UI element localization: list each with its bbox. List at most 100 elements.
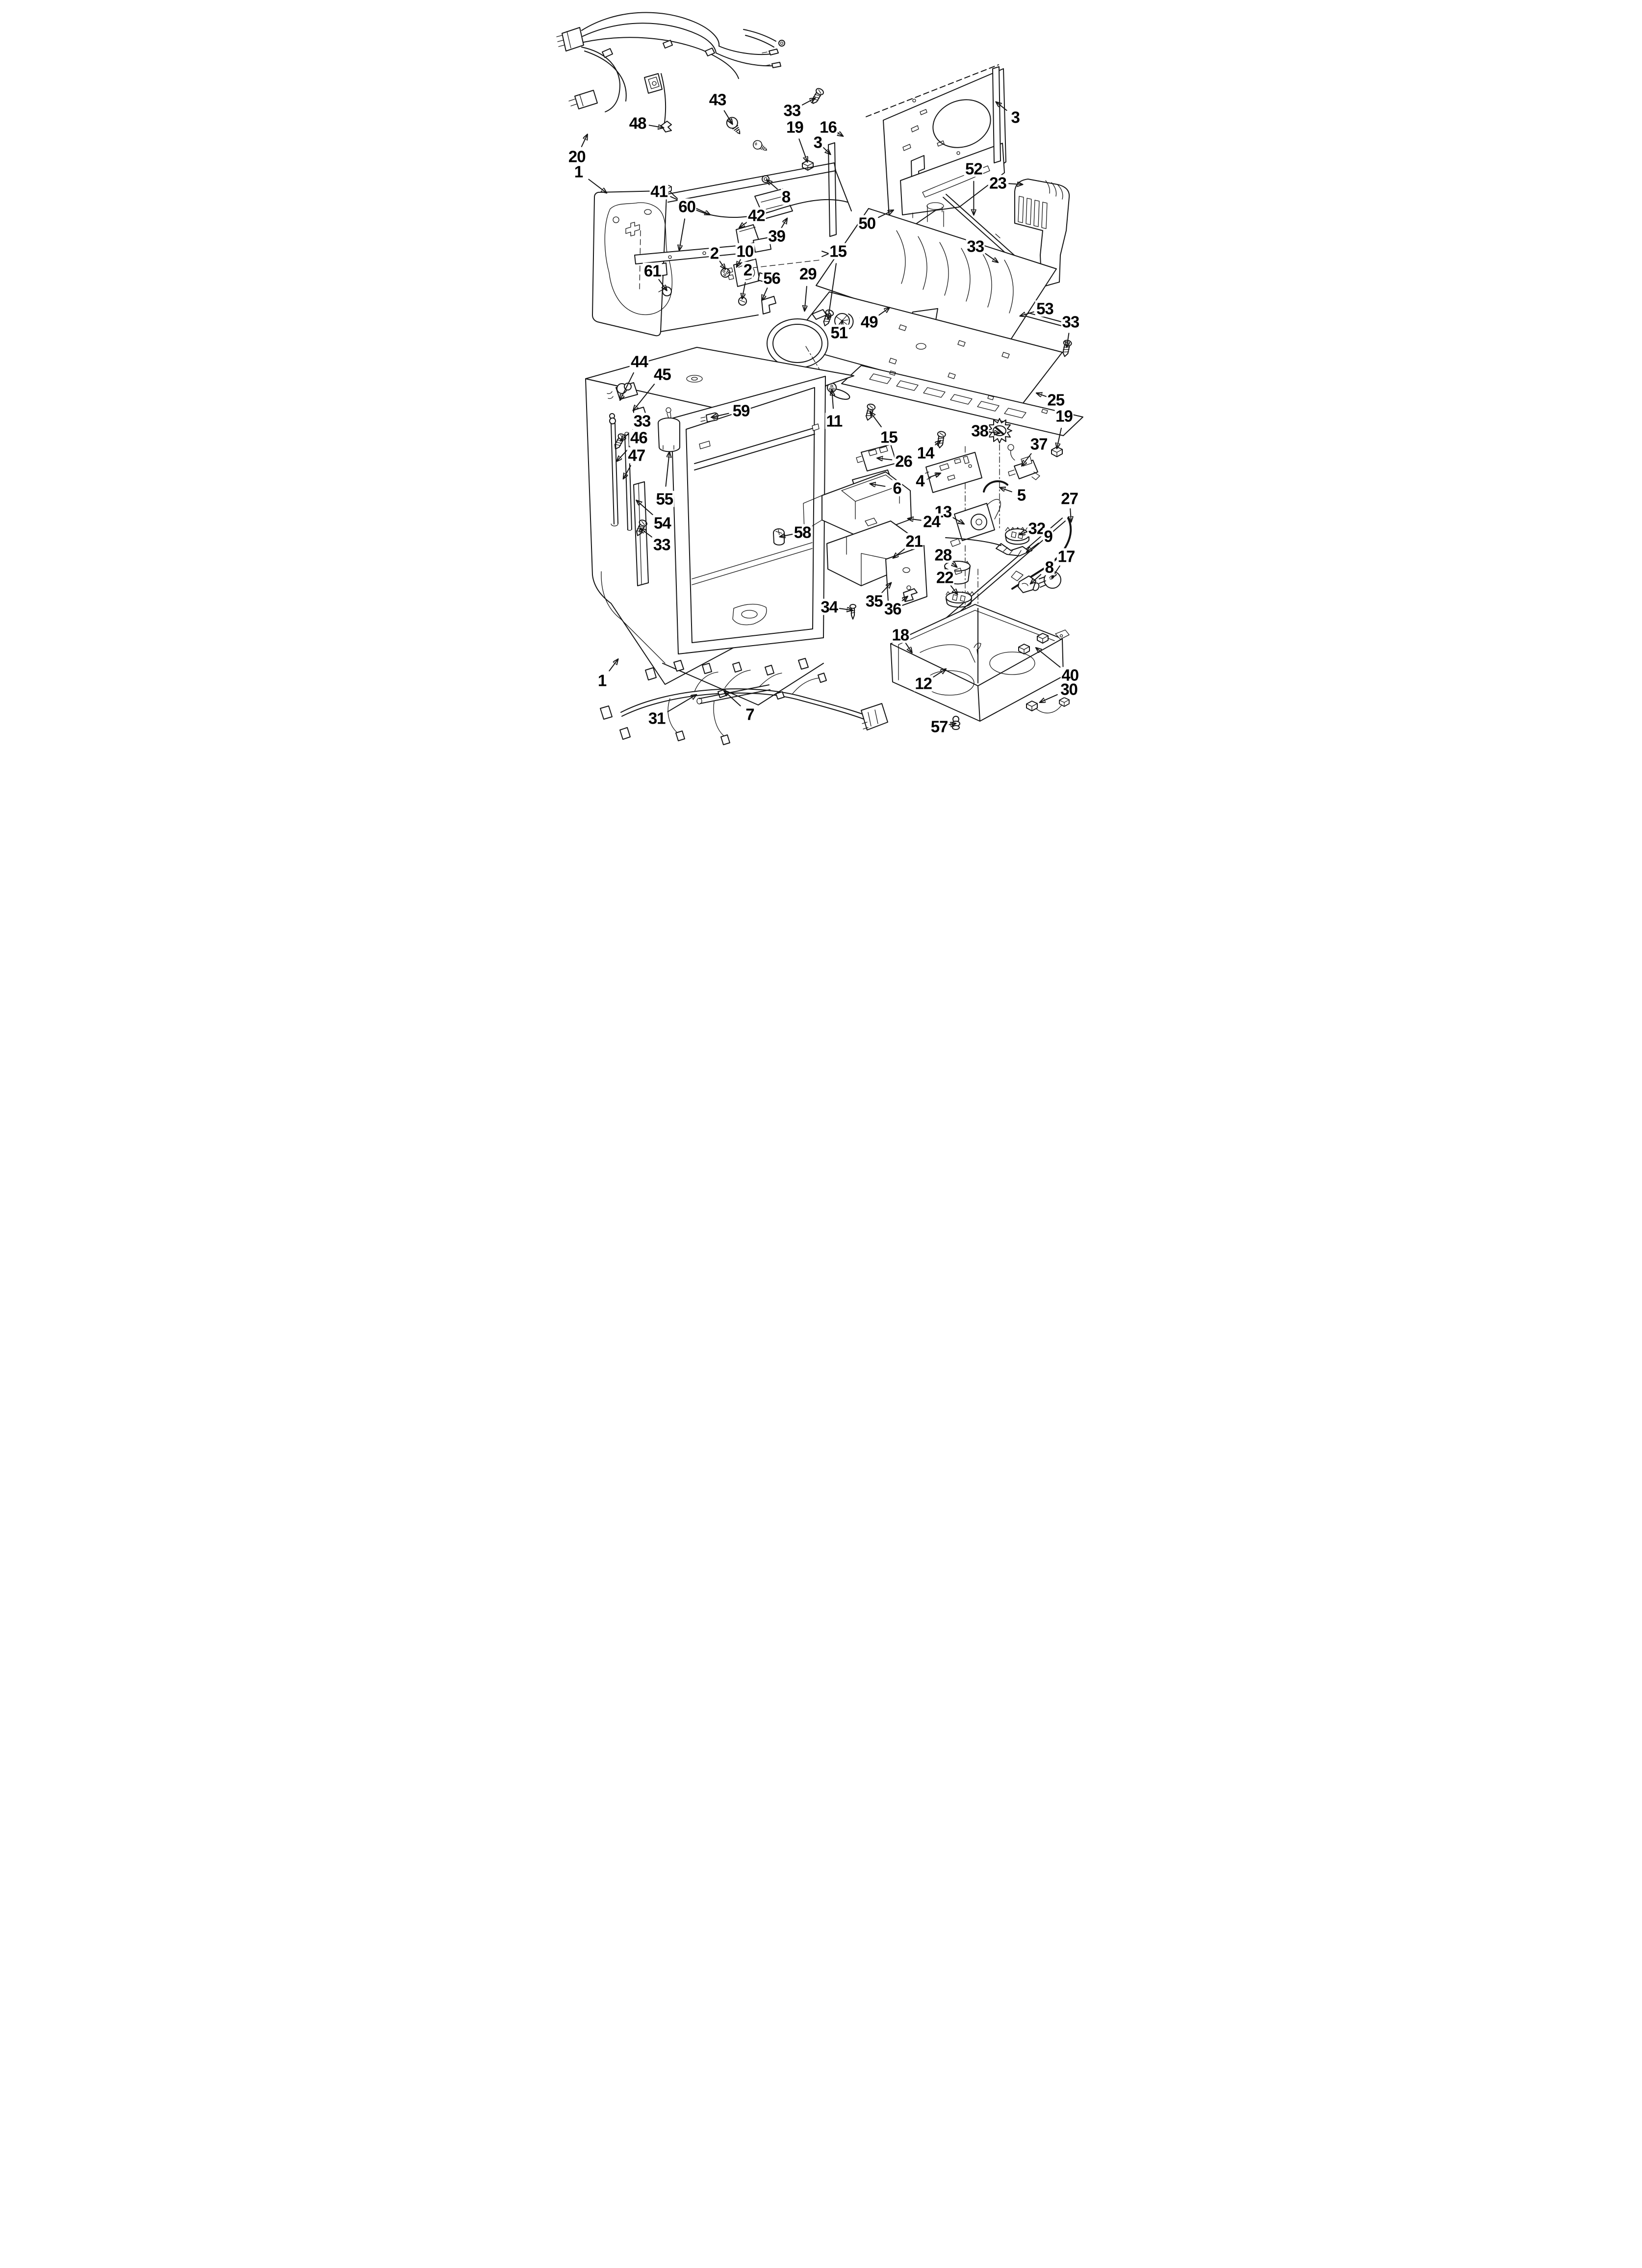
part-callout-51-fan-roller: 51 <box>829 323 849 342</box>
wire-shield-9 <box>945 537 1030 556</box>
trim-strip-3b <box>992 66 1001 163</box>
left-small-parts <box>607 382 718 586</box>
part-callout-34-screw: 34 <box>820 598 839 616</box>
part-callout-59-clip: 59 <box>731 401 751 420</box>
part-callout-28-drive-cup: 28 <box>933 546 953 564</box>
callout-arrow-17 <box>1052 565 1060 578</box>
callout-arrow-3 <box>996 102 1007 111</box>
part-callout-54-channel-trim: 54 <box>653 514 672 532</box>
part-callout-50-access-cover: 50 <box>857 214 877 233</box>
callout-arrow-8 <box>767 180 778 190</box>
harness-clip <box>661 121 672 132</box>
part-callout-35-cover-plate: 35 <box>864 592 884 610</box>
ice-maker-head-13 <box>950 499 1001 547</box>
part-callout-47-drain-tube: 47 <box>627 446 646 465</box>
callout-arrow-15 <box>828 263 837 319</box>
part-callout-41-heater-wire: 41 <box>649 182 669 201</box>
screw-33c <box>1060 339 1073 358</box>
part-callout-29-fan-shroud: 29 <box>798 264 818 283</box>
part-callout-5-hose-section: 5 <box>1016 486 1027 504</box>
callout-arrow-61 <box>658 279 667 290</box>
bulb-43 <box>724 115 745 137</box>
part-callout-14-screw: 14 <box>916 443 935 462</box>
callout-arrow-10 <box>737 258 742 267</box>
part-callout-27-fill-tube: 27 <box>1060 489 1079 508</box>
callout-arrow-3 <box>822 147 830 155</box>
callout-arrow-33 <box>641 528 653 538</box>
part-callout-3-trim-strip: 3 <box>812 133 823 152</box>
callout-arrow-55 <box>665 452 669 487</box>
callout-arrow-1 <box>609 659 618 672</box>
part-callout-23-air-duct-tower: 23 <box>988 174 1007 192</box>
part-callout-33-screw: 33 <box>1061 313 1080 331</box>
part-callout-44-water-valve: 44 <box>630 352 649 371</box>
callout-arrow-34 <box>839 608 852 610</box>
part-callout-1-refrigerator-liner: 1 <box>596 671 608 690</box>
part-callout-33-screw: 33 <box>782 101 802 120</box>
callout-arrow-25 <box>1037 393 1048 397</box>
callout-arrow-9 <box>1027 543 1039 552</box>
gear-cup-32 <box>1005 527 1030 545</box>
callout-arrow-1 <box>588 179 606 193</box>
callout-arrow-60 <box>679 218 686 250</box>
hose-section-5 <box>983 480 1008 493</box>
callout-arrow-13 <box>952 517 964 524</box>
part-callout-49-evaporator-cover: 49 <box>859 313 879 331</box>
callout-arrow-29 <box>805 286 807 311</box>
screw-15b <box>863 403 876 422</box>
callout-arrow-12 <box>933 669 946 678</box>
part-callout-48-harness-clip: 48 <box>628 114 647 132</box>
callout-arrow-31 <box>667 695 696 712</box>
callout-arrow-4 <box>928 473 941 477</box>
callout-arrow-2 <box>742 282 746 299</box>
part-callout-36-bracket: 36 <box>883 600 902 618</box>
callout-arrow-23 <box>1008 183 1023 184</box>
water-tube-46 <box>609 413 618 526</box>
screw-33a <box>809 86 825 106</box>
part-callout-4-control-board: 4 <box>915 471 925 490</box>
part-callout-19-connector: 19 <box>785 118 804 136</box>
part-callout-37-switch: 37 <box>1029 435 1049 453</box>
callout-arrow-5 <box>1000 488 1012 493</box>
part-callout-1-freezer-liner: 1 <box>573 162 584 181</box>
part-callout-60-support-bracket: 60 <box>677 197 696 216</box>
cover-plate-35 <box>885 545 927 611</box>
part-callout-43-light-bulb: 43 <box>708 90 727 109</box>
part-callout-46-water-tube: 46 <box>629 428 648 447</box>
callout-arrow-54 <box>637 500 653 516</box>
callout-arrow-59 <box>712 413 729 417</box>
part-callout-8-grommet: 8 <box>780 187 792 206</box>
callout-arrow-21 <box>893 548 905 558</box>
callout-arrow-43 <box>723 110 733 124</box>
callout-arrow-26 <box>877 458 893 460</box>
part-callout-53-support-rail: 53 <box>1035 299 1054 318</box>
ice-container-12 <box>890 604 1070 722</box>
part-callout-45-bracket-clip: 45 <box>653 365 672 384</box>
part-callout-30-jumper-wire: 30 <box>1059 680 1078 699</box>
part-callout-10-fan-motor: 10 <box>735 242 755 261</box>
callout-arrow-48 <box>648 125 664 128</box>
refrigerator-liner-assembly <box>585 347 854 705</box>
part-callout-15-screw: 15 <box>828 242 847 261</box>
part-callout-20-wire-harness-connector: 20 <box>567 147 587 166</box>
callout-arrow-38 <box>988 432 1000 434</box>
part-callout-40-spacer-block: 40 <box>1060 666 1080 684</box>
part-callout-16-back-panel: 16 <box>819 118 838 136</box>
part-callout-9-wire-shield: 9 <box>1043 527 1053 546</box>
trim-strip-3a <box>828 142 837 237</box>
part-callout-33-screw: 33 <box>966 237 985 256</box>
callout-arrow-39 <box>781 218 787 229</box>
callout-arrow-8 <box>1030 574 1042 584</box>
part-callout-15-screw: 15 <box>879 428 898 446</box>
part-callout-56-motor-bracket: 56 <box>762 269 781 287</box>
part-callout-38-drive-gear: 38 <box>970 421 989 440</box>
part-callout-42-cover-plate: 42 <box>746 206 766 225</box>
part-callout-58-plug-button: 58 <box>793 523 812 542</box>
part-callout-6-insulation-pad: 6 <box>892 479 902 497</box>
upper-wire-harness <box>556 12 785 155</box>
screw-14 <box>935 430 947 449</box>
part-callout-25-vented-shelf: 25 <box>1046 391 1066 409</box>
main-wire-harness-7 <box>600 658 888 745</box>
part-callout-52-support-rail: 52 <box>964 159 983 178</box>
